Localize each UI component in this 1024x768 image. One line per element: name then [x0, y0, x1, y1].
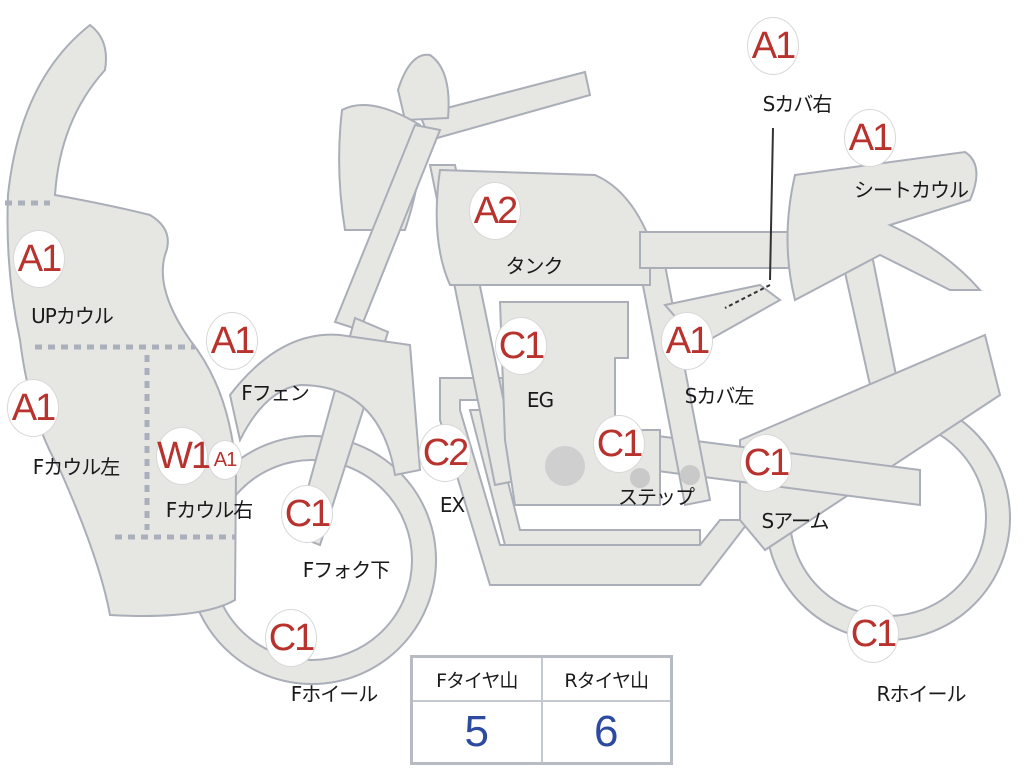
part-label-front-wheel: Fホイール — [290, 682, 379, 706]
front-tire-tread-value: 5 — [410, 700, 543, 765]
part-label-seat-cowl: シートカウル — [854, 178, 969, 202]
grade-badge-up-cowl: A1 — [13, 230, 65, 288]
part-label-s-cover-right: Sカバ右 — [762, 92, 833, 116]
part-label-up-cowl: UPカウル — [31, 304, 114, 328]
part-label-swing-arm: Sアーム — [761, 509, 830, 533]
part-label-front-cowl-right: Fカウル右 — [165, 498, 254, 522]
part-label-front-fork-lower: Fフォク下 — [302, 558, 391, 582]
grade-badge-seat-cowl: A1 — [844, 109, 896, 167]
rear-tire-tread-header: Rタイヤ山 — [540, 655, 673, 702]
grade-badge-front-cowl-right-secondary: A1 — [208, 440, 242, 480]
part-label-front-fender: Fフェン — [241, 381, 310, 405]
grade-badge-front-wheel: C1 — [265, 609, 317, 667]
grade-badge-rear-wheel: C1 — [847, 605, 899, 663]
grade-badge-front-fender: A1 — [206, 312, 258, 370]
grade-badge-front-fork-lower: C1 — [281, 485, 333, 543]
grade-badge-s-cover-right: A1 — [747, 17, 799, 75]
tire-tread-table: Fタイヤ山 Rタイヤ山 5 6 — [410, 655, 673, 765]
seat-cowl-shape — [786, 150, 983, 302]
part-label-step: ステップ — [618, 485, 695, 509]
part-label-engine: EG — [526, 388, 554, 412]
part-label-front-cowl-left: Fカウル左 — [32, 455, 121, 479]
part-label-rear-wheel: Rホイール — [876, 682, 967, 706]
part-label-exhaust: EX — [439, 493, 465, 517]
grade-badge-step: C1 — [593, 415, 645, 473]
grade-badge-swing-arm: C1 — [740, 434, 792, 492]
grade-badge-tank: A2 — [469, 182, 521, 240]
grade-badge-front-cowl-left: A1 — [7, 379, 59, 437]
grade-badge-s-cover-left: A1 — [661, 312, 713, 370]
part-label-tank: タンク — [505, 254, 564, 278]
grade-badge-engine: C1 — [495, 317, 547, 375]
front-tire-tread-header: Fタイヤ山 — [410, 655, 543, 702]
front-fender-shape — [228, 333, 422, 477]
part-label-s-cover-left: Sカバ左 — [684, 384, 755, 408]
leader-line — [724, 284, 771, 309]
grade-badge-exhaust: C2 — [419, 424, 471, 482]
rear-tire-tread-value: 6 — [540, 700, 673, 765]
grade-badge-front-cowl-right: W1 — [156, 427, 212, 485]
